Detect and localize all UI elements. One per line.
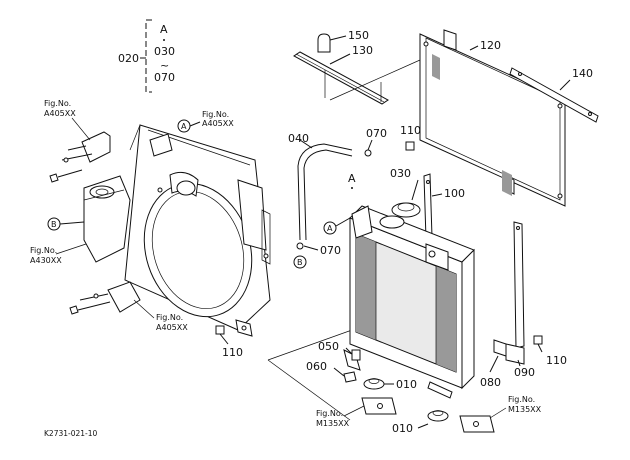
svg-text:Fig.No.: Fig.No.: [508, 395, 535, 404]
marker-b-hose: B: [293, 255, 307, 269]
lower-bracket: [79, 281, 141, 313]
svg-text:Fig.No.: Fig.No.: [316, 409, 343, 418]
marker-a-hose: A: [323, 217, 351, 235]
part-label-110-top: 110: [400, 124, 421, 137]
bolt-110-top: [405, 141, 415, 151]
svg-text:B: B: [297, 258, 303, 267]
fig-ref-a405-bottom: Fig.No. A405XX: [133, 299, 188, 332]
svg-text:B: B: [51, 220, 57, 229]
fig-ref-m135-right: Fig.No. M135XX: [489, 395, 542, 419]
bolt-110-right: [533, 335, 543, 353]
marker-a-radiator: A: [348, 172, 356, 185]
bolt-110-left: [215, 325, 229, 345]
part-label-030: 030: [390, 167, 411, 180]
svg-text:A405XX: A405XX: [44, 109, 76, 118]
svg-text:A: A: [327, 224, 333, 233]
mount-bracket-lower: [361, 397, 397, 415]
radiator-cap-030: [391, 202, 421, 218]
drain-050: [345, 347, 361, 361]
part-label-120: 120: [480, 39, 501, 52]
range-marker-a: A: [160, 23, 168, 36]
fig-ref-a405-left: Fig.No. A405XX: [44, 99, 91, 141]
bracket-140: [509, 67, 599, 123]
screen-mesh-lower: [502, 170, 512, 196]
fig-ref-a405-top: Fig.No. A405XX: [202, 110, 234, 128]
part-label-060: 060: [306, 360, 327, 373]
screen-mesh-upper: [432, 54, 440, 80]
part-label-080: 080: [480, 376, 501, 389]
mount-bracket-right: [459, 415, 495, 433]
clamp-070-lower: [296, 242, 319, 251]
svg-text:M135XX: M135XX: [316, 419, 350, 428]
part-label-070-upper: 070: [366, 127, 387, 140]
part-label-040: 040: [288, 132, 309, 145]
svg-text:Fig.No.: Fig.No.: [44, 99, 71, 108]
part-label-100: 100: [444, 187, 465, 200]
part-label-110-right: 110: [546, 354, 567, 367]
part-label-130: 130: [352, 44, 373, 57]
grommet-150: [317, 33, 347, 53]
svg-text:Fig.No.: Fig.No.: [202, 110, 229, 119]
part-label-150: 150: [348, 29, 369, 42]
radiator: [343, 205, 475, 399]
bracket-080: [493, 339, 507, 357]
marker-a-shroud: A: [177, 119, 201, 133]
plug-060: [333, 367, 357, 383]
range-bracket: 020 A 030 ~ 070: [118, 19, 175, 93]
upper-bracket: [61, 131, 111, 163]
svg-text:A: A: [181, 122, 187, 131]
svg-text:A405XX: A405XX: [202, 119, 234, 128]
fan-shroud: [124, 124, 271, 337]
drawing-code: K2731-021-10: [44, 429, 98, 438]
part-label-020: 020: [118, 52, 139, 65]
part-label-050: 050: [318, 340, 339, 353]
fig-ref-a430: Fig.No. A430XX: [30, 243, 87, 265]
svg-text:M135XX: M135XX: [508, 405, 542, 414]
part-label-090: 090: [514, 366, 535, 379]
part-label-010-upper: 010: [396, 378, 417, 391]
cushion-010-upper: [363, 378, 394, 390]
part-label-140: 140: [572, 67, 593, 80]
svg-text:A405XX: A405XX: [156, 323, 188, 332]
part-label-010-lower: 010: [392, 422, 413, 435]
part-label-070-lower: 070: [320, 244, 341, 257]
marker-b-tank: B: [47, 217, 85, 231]
range-tilde: ~: [160, 59, 169, 72]
clamp-070-upper: [364, 139, 373, 157]
bolt-left-2: [69, 301, 111, 315]
svg-text:A430XX: A430XX: [30, 256, 62, 265]
svg-text:Fig.No.: Fig.No.: [30, 246, 57, 255]
screen-120: [419, 29, 566, 207]
hose-040: [297, 143, 353, 241]
cushion-010-lower: [417, 410, 449, 429]
range-to: 070: [154, 71, 175, 84]
bolt-left-1: [49, 169, 83, 183]
seal-strip-130: [293, 51, 389, 105]
reserve-tank: [83, 175, 131, 263]
bracket-090: [505, 221, 525, 365]
range-from: 030: [154, 45, 175, 58]
fig-ref-m135-left: Fig.No. M135XX: [316, 405, 365, 428]
svg-text:Fig.No.: Fig.No.: [156, 313, 183, 322]
part-label-110-left: 110: [222, 346, 243, 359]
